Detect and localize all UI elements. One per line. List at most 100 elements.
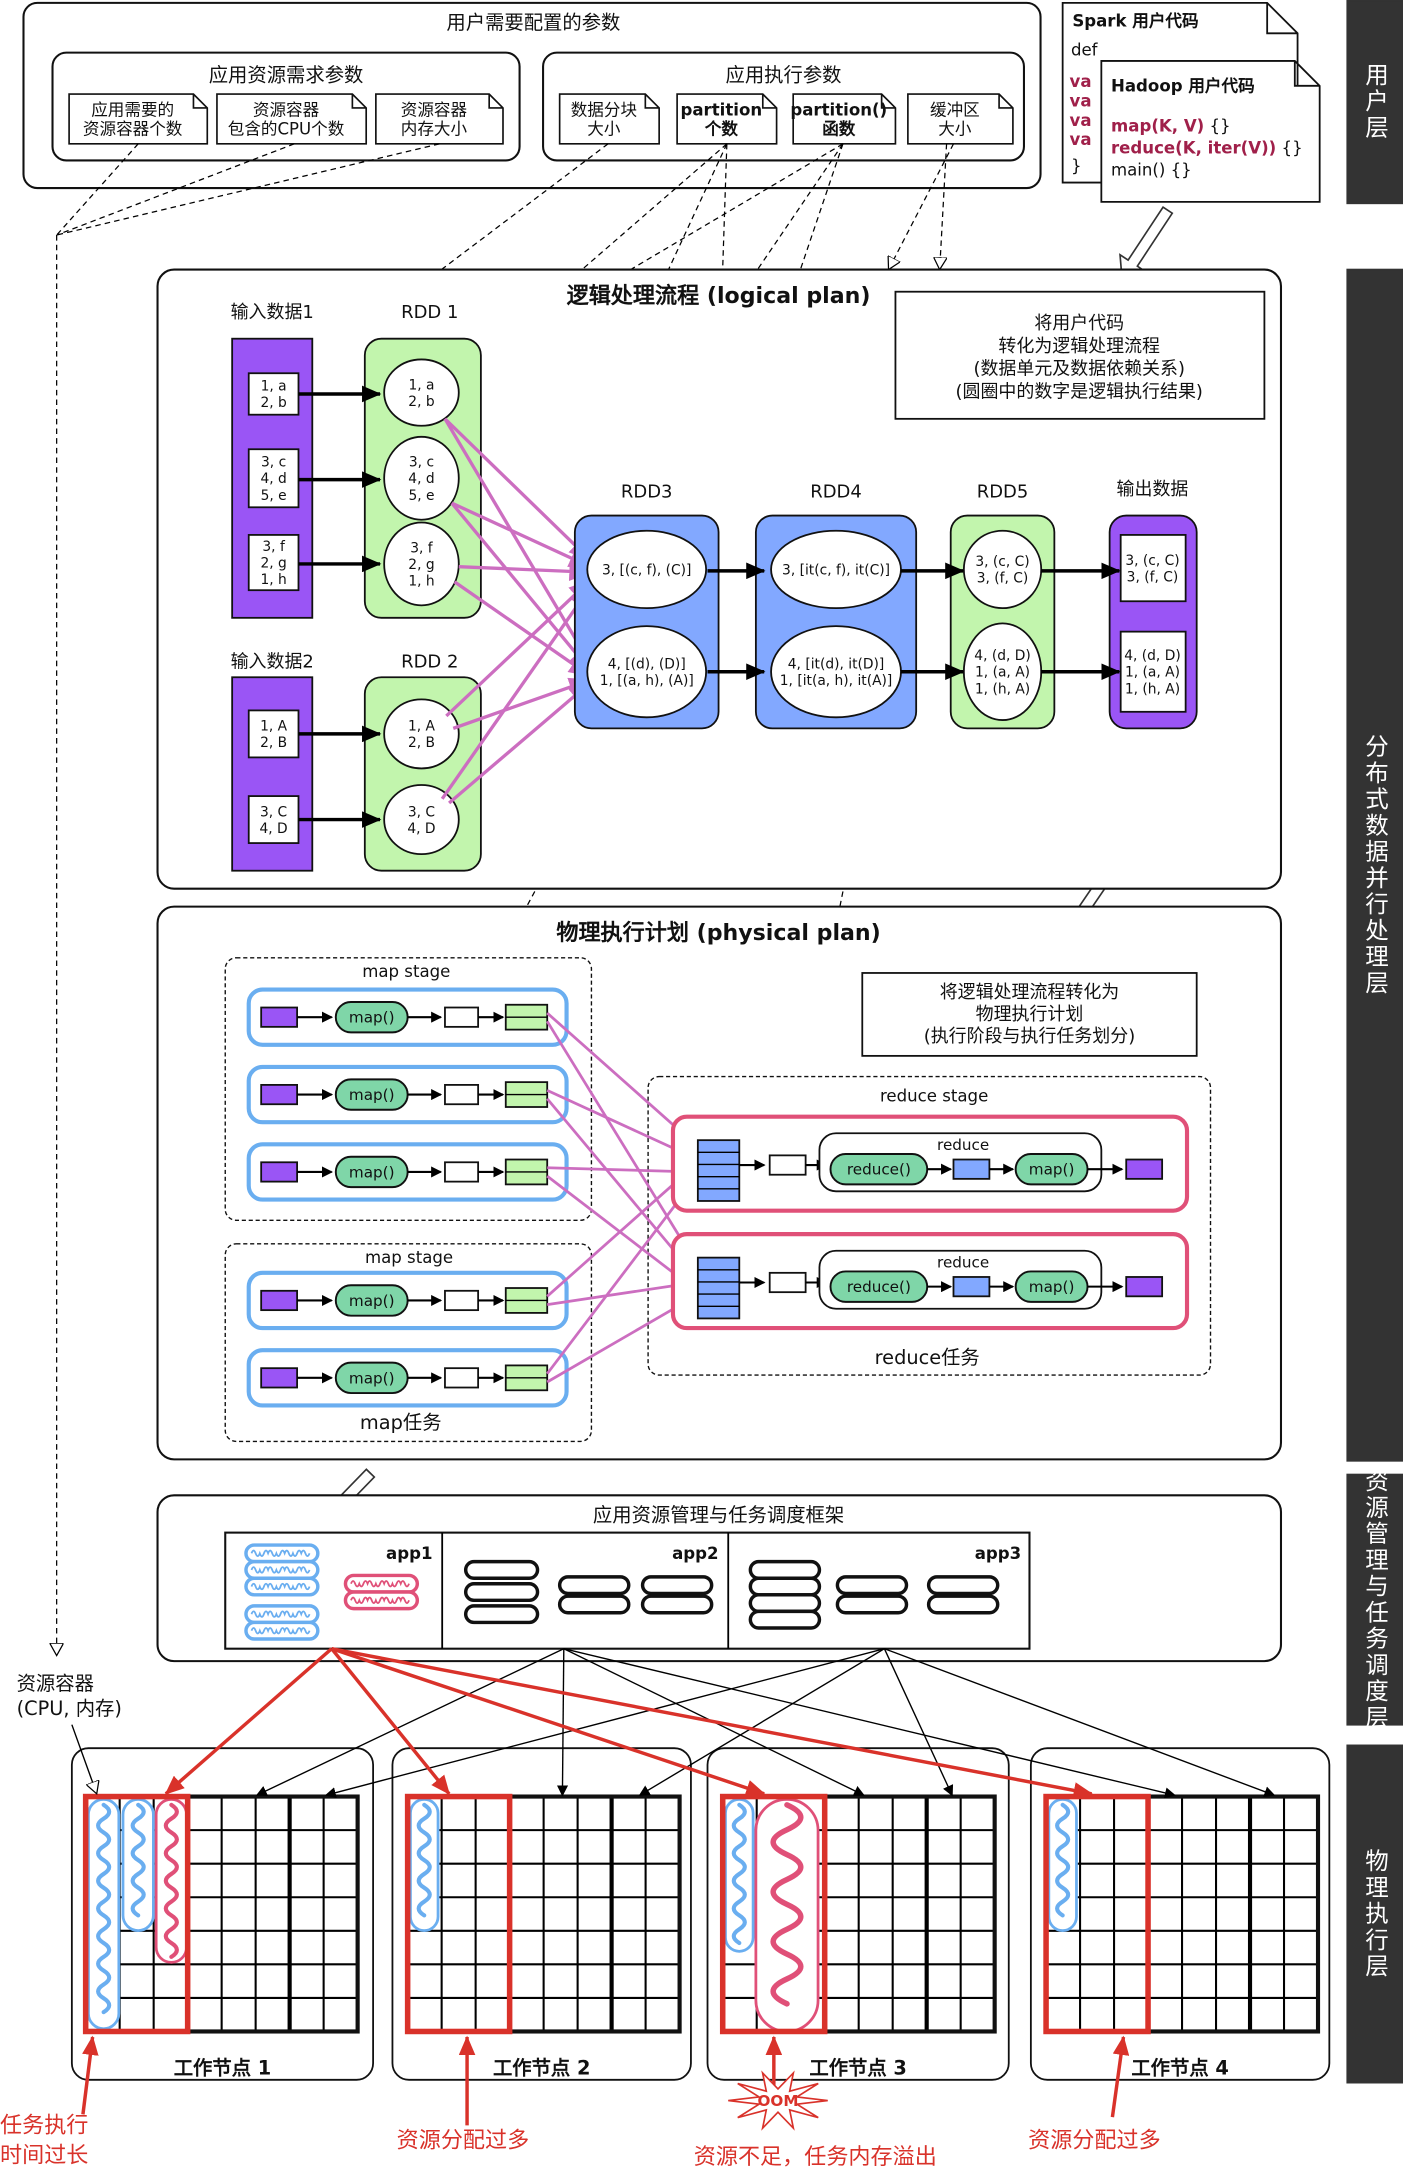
hadoop-code-title: Hadoop 用户代码 <box>1111 75 1255 95</box>
app1-container <box>244 1543 320 1564</box>
hadoop-code-rest: {} <box>1276 139 1302 158</box>
resource-param-text: 资源容器 <box>401 100 468 119</box>
map-function-label: map() <box>349 1369 395 1387</box>
reduce-function-label: reduce() <box>847 1161 911 1179</box>
map-input-block <box>260 1367 298 1389</box>
slow-task-annotation: 任务执行 <box>0 2112 88 2138</box>
rdd2-partition <box>383 698 460 770</box>
app1-container-task-wave <box>250 1549 311 1558</box>
task-container-wave <box>130 1802 146 1918</box>
app1-allocation-arrow <box>330 1647 451 1795</box>
map-buffer <box>444 1083 480 1106</box>
execution-param-text: 大小 <box>938 120 972 139</box>
task-container <box>754 1797 820 2033</box>
shuffle-arrow <box>546 1012 697 1146</box>
shuffle-dependency-arrow <box>448 681 592 805</box>
input-partition-text: 3, C <box>260 804 287 820</box>
app-container <box>926 1594 1000 1615</box>
input-partition-text: 2, b <box>260 395 286 411</box>
map-input-block <box>260 1161 298 1183</box>
logical-plan-title: 逻辑处理流程 (logical plan) <box>567 283 871 309</box>
worker-node-label: 工作节点 4 <box>1131 2056 1229 2079</box>
hadoop-code-function: map(K, V) <box>1111 116 1204 135</box>
hadoop-code-line: map(K, V) {} <box>1111 116 1231 135</box>
execution-param-note <box>676 93 778 145</box>
app-container <box>835 1575 909 1596</box>
input-partition <box>247 795 300 844</box>
app-container <box>557 1575 631 1596</box>
spark-code-title: Spark 用户代码 <box>1072 10 1198 30</box>
distributed-processing-layer-bar <box>1346 268 1403 1462</box>
config-link-line <box>56 143 295 236</box>
output-partition <box>1119 630 1187 713</box>
config-link-line <box>304 143 609 373</box>
input-partition-text: 4, D <box>260 821 288 837</box>
rdd5-partition-text: 3, (f, C) <box>977 571 1029 587</box>
problem-pointer <box>81 2035 99 2115</box>
spark-code-brace: } <box>1071 156 1082 175</box>
allocated-container-4 <box>1043 1793 1151 2035</box>
execution-param-text: partition <box>681 100 763 119</box>
resource-params-title: 应用资源需求参数 <box>209 64 364 87</box>
app-container <box>748 1609 822 1630</box>
shuffle-dependency-arrow <box>450 502 592 672</box>
shuffle-dependency-arrow <box>452 677 592 730</box>
oom-badge: OOM <box>758 2092 799 2110</box>
reduce-function-label: reduce() <box>847 1278 911 1296</box>
rdd1-partition-text: 1, a <box>408 377 434 393</box>
rdd3-partition <box>586 625 708 719</box>
slow-task-annotation: 时间过长 <box>0 2143 88 2169</box>
spark-code-val: va <box>1070 92 1092 111</box>
shuffle-dependency-arrow <box>443 417 592 561</box>
physical-plan-note-text: (执行阶段与执行任务划分) <box>924 1026 1135 1047</box>
rdd1-label: RDD 1 <box>401 302 458 323</box>
app1-allocation-arrow <box>164 1647 333 1796</box>
input-data-2-label: 输入数据2 <box>231 652 314 673</box>
shuffle-arrow <box>546 1097 697 1277</box>
map-buffer <box>444 1367 480 1389</box>
user-params-title: 用户需要配置的参数 <box>446 11 620 34</box>
rdd2-partition <box>383 784 460 856</box>
app-label-2: app2 <box>672 1544 718 1563</box>
reduce-buffer <box>768 1271 807 1294</box>
schedule-arrow <box>883 1648 954 1797</box>
logical-plan-note-text: (圆圈中的数字是逻辑执行结果) <box>956 381 1203 402</box>
worker-node-label: 工作节点 1 <box>174 2056 272 2079</box>
oom-annotation: 资源不足，任务内存溢出 <box>694 2144 937 2170</box>
over-allocation-annotation: 资源分配过多 <box>1028 2128 1161 2154</box>
shuffle-dependency-arrow <box>458 561 592 582</box>
task-container-wave <box>731 1802 747 1946</box>
rdd1-partition <box>383 521 460 607</box>
app-container <box>926 1575 1000 1596</box>
rdd2-partition-text: 4, D <box>407 821 435 837</box>
spark-code-val: va <box>1070 130 1092 149</box>
rdd5-partition-text: 3, (c, C) <box>975 554 1029 570</box>
app1-container <box>244 1604 320 1625</box>
spark-code-def: def <box>1071 40 1099 59</box>
allocated-container-1 <box>82 1793 191 2035</box>
input-data-1-label: 输入数据1 <box>231 302 314 323</box>
execution-param-text: partition() <box>790 100 887 119</box>
hadoop-code-document <box>1100 60 1321 203</box>
output-partition-text: 3, (f, C) <box>1127 569 1179 585</box>
map-function-label: map() <box>349 1292 395 1310</box>
app1-container <box>244 1620 320 1641</box>
reduce-output-block <box>1125 1158 1164 1180</box>
task-container <box>154 1797 188 1964</box>
post-reduce-map-function-label: map() <box>1029 1161 1075 1179</box>
spark-code-val: va <box>1070 111 1092 130</box>
rdd1-partition-text: 4, d <box>408 471 434 487</box>
shuffle-dependency-arrow <box>451 501 592 569</box>
app-container <box>835 1594 909 1615</box>
input-partition-text: 2, B <box>260 735 287 751</box>
rdd5-partition-text: 1, (h, A) <box>975 681 1030 697</box>
map-function-label: map() <box>349 1163 395 1181</box>
execution-param-note <box>907 93 1014 145</box>
task-container-wave <box>1055 1802 1071 1918</box>
config-link-line <box>56 143 440 236</box>
execution-param-text: 大小 <box>587 120 621 139</box>
container-label: 资源容器 <box>17 1672 94 1695</box>
physical-plan-note <box>861 972 1198 1057</box>
app-container <box>640 1594 714 1615</box>
rdd1-partition-text: 3, f <box>410 540 434 556</box>
